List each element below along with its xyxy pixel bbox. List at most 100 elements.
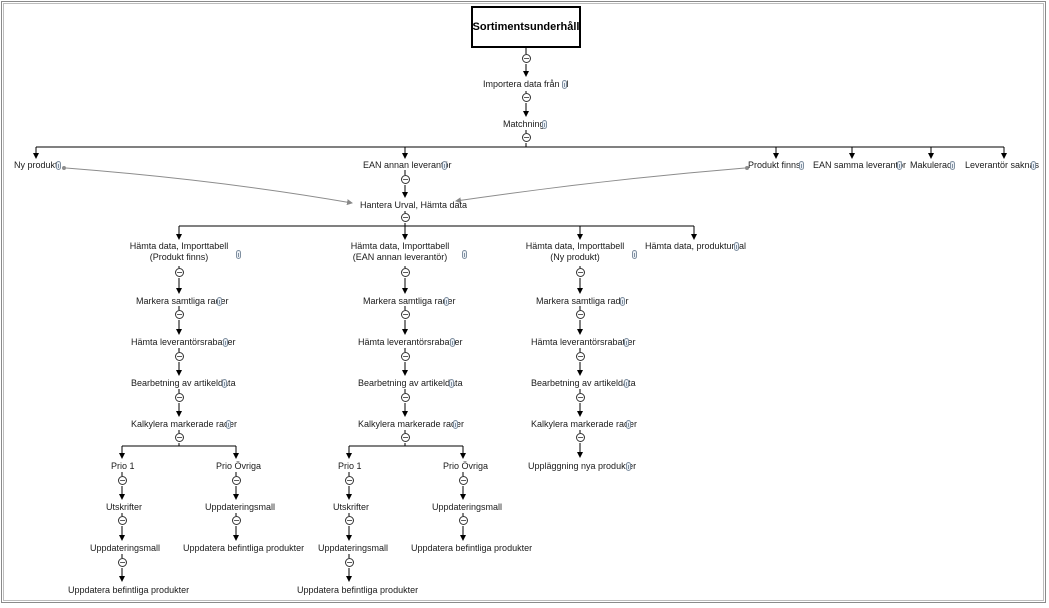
root-label: Sortimentsunderhåll: [472, 21, 580, 33]
attachment-icon[interactable]: [222, 379, 227, 388]
collapse-icon[interactable]: −: [522, 133, 531, 142]
node-prio-1[interactable]: Prio 1: [338, 461, 362, 471]
collapse-icon[interactable]: −: [232, 516, 241, 525]
collapse-icon[interactable]: −: [576, 393, 585, 402]
collapse-icon[interactable]: −: [175, 433, 184, 442]
attachment-icon[interactable]: [442, 161, 447, 170]
attachment-icon[interactable]: [56, 161, 61, 170]
node-leverantorsrabatter[interactable]: Hämta leverantörsrabatter: [531, 337, 636, 347]
node-uppdateringsmall[interactable]: Uppdateringsmall: [432, 502, 503, 512]
attachment-icon[interactable]: [620, 297, 625, 306]
collapse-icon[interactable]: −: [118, 558, 127, 567]
node-ean-samma-leverantor[interactable]: EAN samma leverantör: [813, 160, 907, 170]
node-bearbetning[interactable]: Bearbetning av artikeldata: [131, 378, 236, 388]
collapse-icon[interactable]: −: [175, 310, 184, 319]
node-prio-1[interactable]: Prio 1: [111, 461, 135, 471]
node-bearbetning[interactable]: Bearbetning av artikeldata: [531, 378, 636, 388]
node-utskrifter[interactable]: Utskrifter: [333, 502, 369, 512]
attachment-icon[interactable]: [799, 161, 804, 170]
collapse-icon[interactable]: −: [576, 433, 585, 442]
node-hamta-produkturval[interactable]: Hämta data, produkturval: [645, 241, 747, 251]
collapse-icon[interactable]: −: [175, 352, 184, 361]
node-markera-rader[interactable]: Markera samtliga rader: [136, 296, 229, 306]
attachment-icon[interactable]: [453, 420, 458, 429]
attachment-icon[interactable]: [223, 338, 228, 347]
attachment-icon[interactable]: [462, 250, 467, 259]
node-importera[interactable]: Importera data från fil: [483, 79, 569, 89]
node-leverantorsrabatter[interactable]: Hämta leverantörsrabatter: [358, 337, 463, 347]
attachment-icon[interactable]: [217, 297, 222, 306]
collapse-icon[interactable]: −: [118, 476, 127, 485]
node-uppdatera-befintliga[interactable]: Uppdatera befintliga produkter: [68, 585, 190, 595]
node-ny-produkt[interactable]: Ny produkt: [14, 160, 58, 170]
node-upplaggning-nya-produkter[interactable]: Uppläggning nya produkter: [528, 461, 637, 471]
node-produkt-finns[interactable]: Produkt finns: [748, 160, 801, 170]
collapse-icon[interactable]: −: [401, 352, 410, 361]
collapse-icon[interactable]: −: [401, 310, 410, 319]
attachment-icon[interactable]: [236, 250, 241, 259]
node-leverantor-saknas[interactable]: Leverantör saknas: [965, 160, 1040, 170]
node-uppdatera-befintliga[interactable]: Uppdatera befintliga produkter: [183, 543, 305, 553]
node-kalkylera[interactable]: Kalkylera markerade rader: [531, 419, 638, 429]
root-node[interactable]: Sortimentsunderhåll: [471, 6, 581, 48]
node-markera-rader[interactable]: Markera samtliga rader: [536, 296, 629, 306]
attachment-icon[interactable]: [632, 250, 637, 259]
collapse-icon[interactable]: −: [401, 175, 410, 184]
attachment-icon[interactable]: [450, 338, 455, 347]
collapse-icon[interactable]: −: [118, 516, 127, 525]
node-prio-ovriga[interactable]: Prio Övriga: [216, 461, 262, 471]
attachment-icon[interactable]: [624, 338, 629, 347]
node-uppdateringsmall[interactable]: Uppdateringsmall: [90, 543, 161, 553]
collapse-icon[interactable]: −: [345, 558, 354, 567]
attachment-icon[interactable]: [734, 242, 739, 251]
node-uppdateringsmall[interactable]: Uppdateringsmall: [205, 502, 276, 512]
node-matchning[interactable]: Matchning: [503, 119, 545, 129]
collapse-icon[interactable]: −: [232, 476, 241, 485]
node-uppdateringsmall[interactable]: Uppdateringsmall: [318, 543, 389, 553]
collapse-icon[interactable]: −: [576, 352, 585, 361]
collapse-icon[interactable]: −: [345, 476, 354, 485]
collapse-icon[interactable]: −: [522, 93, 531, 102]
collapse-icon[interactable]: −: [522, 54, 531, 63]
collapse-icon[interactable]: −: [345, 516, 354, 525]
node-prio-ovriga[interactable]: Prio Övriga: [443, 461, 489, 471]
attachment-icon[interactable]: [626, 420, 631, 429]
collapse-icon[interactable]: −: [401, 268, 410, 277]
collapse-icon[interactable]: −: [459, 516, 468, 525]
attachment-icon[interactable]: [950, 161, 955, 170]
attachment-icon[interactable]: [897, 161, 902, 170]
attachment-icon[interactable]: [562, 80, 567, 89]
collapse-icon[interactable]: −: [175, 393, 184, 402]
collapse-icon[interactable]: −: [576, 310, 585, 319]
collapse-icon[interactable]: −: [175, 268, 184, 277]
node-hamta-ny-produkt[interactable]: Hämta data, Importtabell (Ny produkt): [525, 241, 625, 262]
inner-frame: [3, 3, 1044, 601]
node-hamta-produkt-finns[interactable]: Hämta data, Importtabell (Produkt finns): [129, 241, 229, 262]
node-uppdatera-befintliga[interactable]: Uppdatera befintliga produkter: [297, 585, 419, 595]
node-kalkylera[interactable]: Kalkylera markerade rader: [131, 419, 238, 429]
node-utskrifter[interactable]: Utskrifter: [106, 502, 142, 512]
node-makulerad[interactable]: Makulerad: [910, 160, 953, 170]
collapse-icon[interactable]: −: [459, 476, 468, 485]
attachment-icon[interactable]: [624, 379, 629, 388]
attachment-icon[interactable]: [226, 420, 231, 429]
node-bearbetning[interactable]: Bearbetning av artikeldata: [358, 378, 463, 388]
collapse-icon[interactable]: −: [576, 268, 585, 277]
node-uppdatera-befintliga[interactable]: Uppdatera befintliga produkter: [411, 543, 533, 553]
attachment-icon[interactable]: [626, 462, 631, 471]
collapse-icon[interactable]: −: [401, 433, 410, 442]
attachment-icon[interactable]: [449, 379, 454, 388]
node-hantera-urval[interactable]: Hantera Urval, Hämta data: [360, 200, 468, 210]
attachment-icon[interactable]: [542, 120, 547, 129]
attachment-icon[interactable]: [1031, 161, 1036, 170]
attachment-icon[interactable]: [444, 297, 449, 306]
node-markera-rader[interactable]: Markera samtliga rader: [363, 296, 456, 306]
node-leverantorsrabatter[interactable]: Hämta leverantörsrabatter: [131, 337, 236, 347]
node-kalkylera[interactable]: Kalkylera markerade rader: [358, 419, 465, 429]
node-ean-annan-leverantor[interactable]: EAN annan leverantör: [363, 160, 452, 170]
collapse-icon[interactable]: −: [401, 393, 410, 402]
collapse-icon[interactable]: −: [401, 213, 410, 222]
node-hamta-ean-annan[interactable]: Hämta data, Importtabell (EAN annan leve…: [350, 241, 450, 262]
